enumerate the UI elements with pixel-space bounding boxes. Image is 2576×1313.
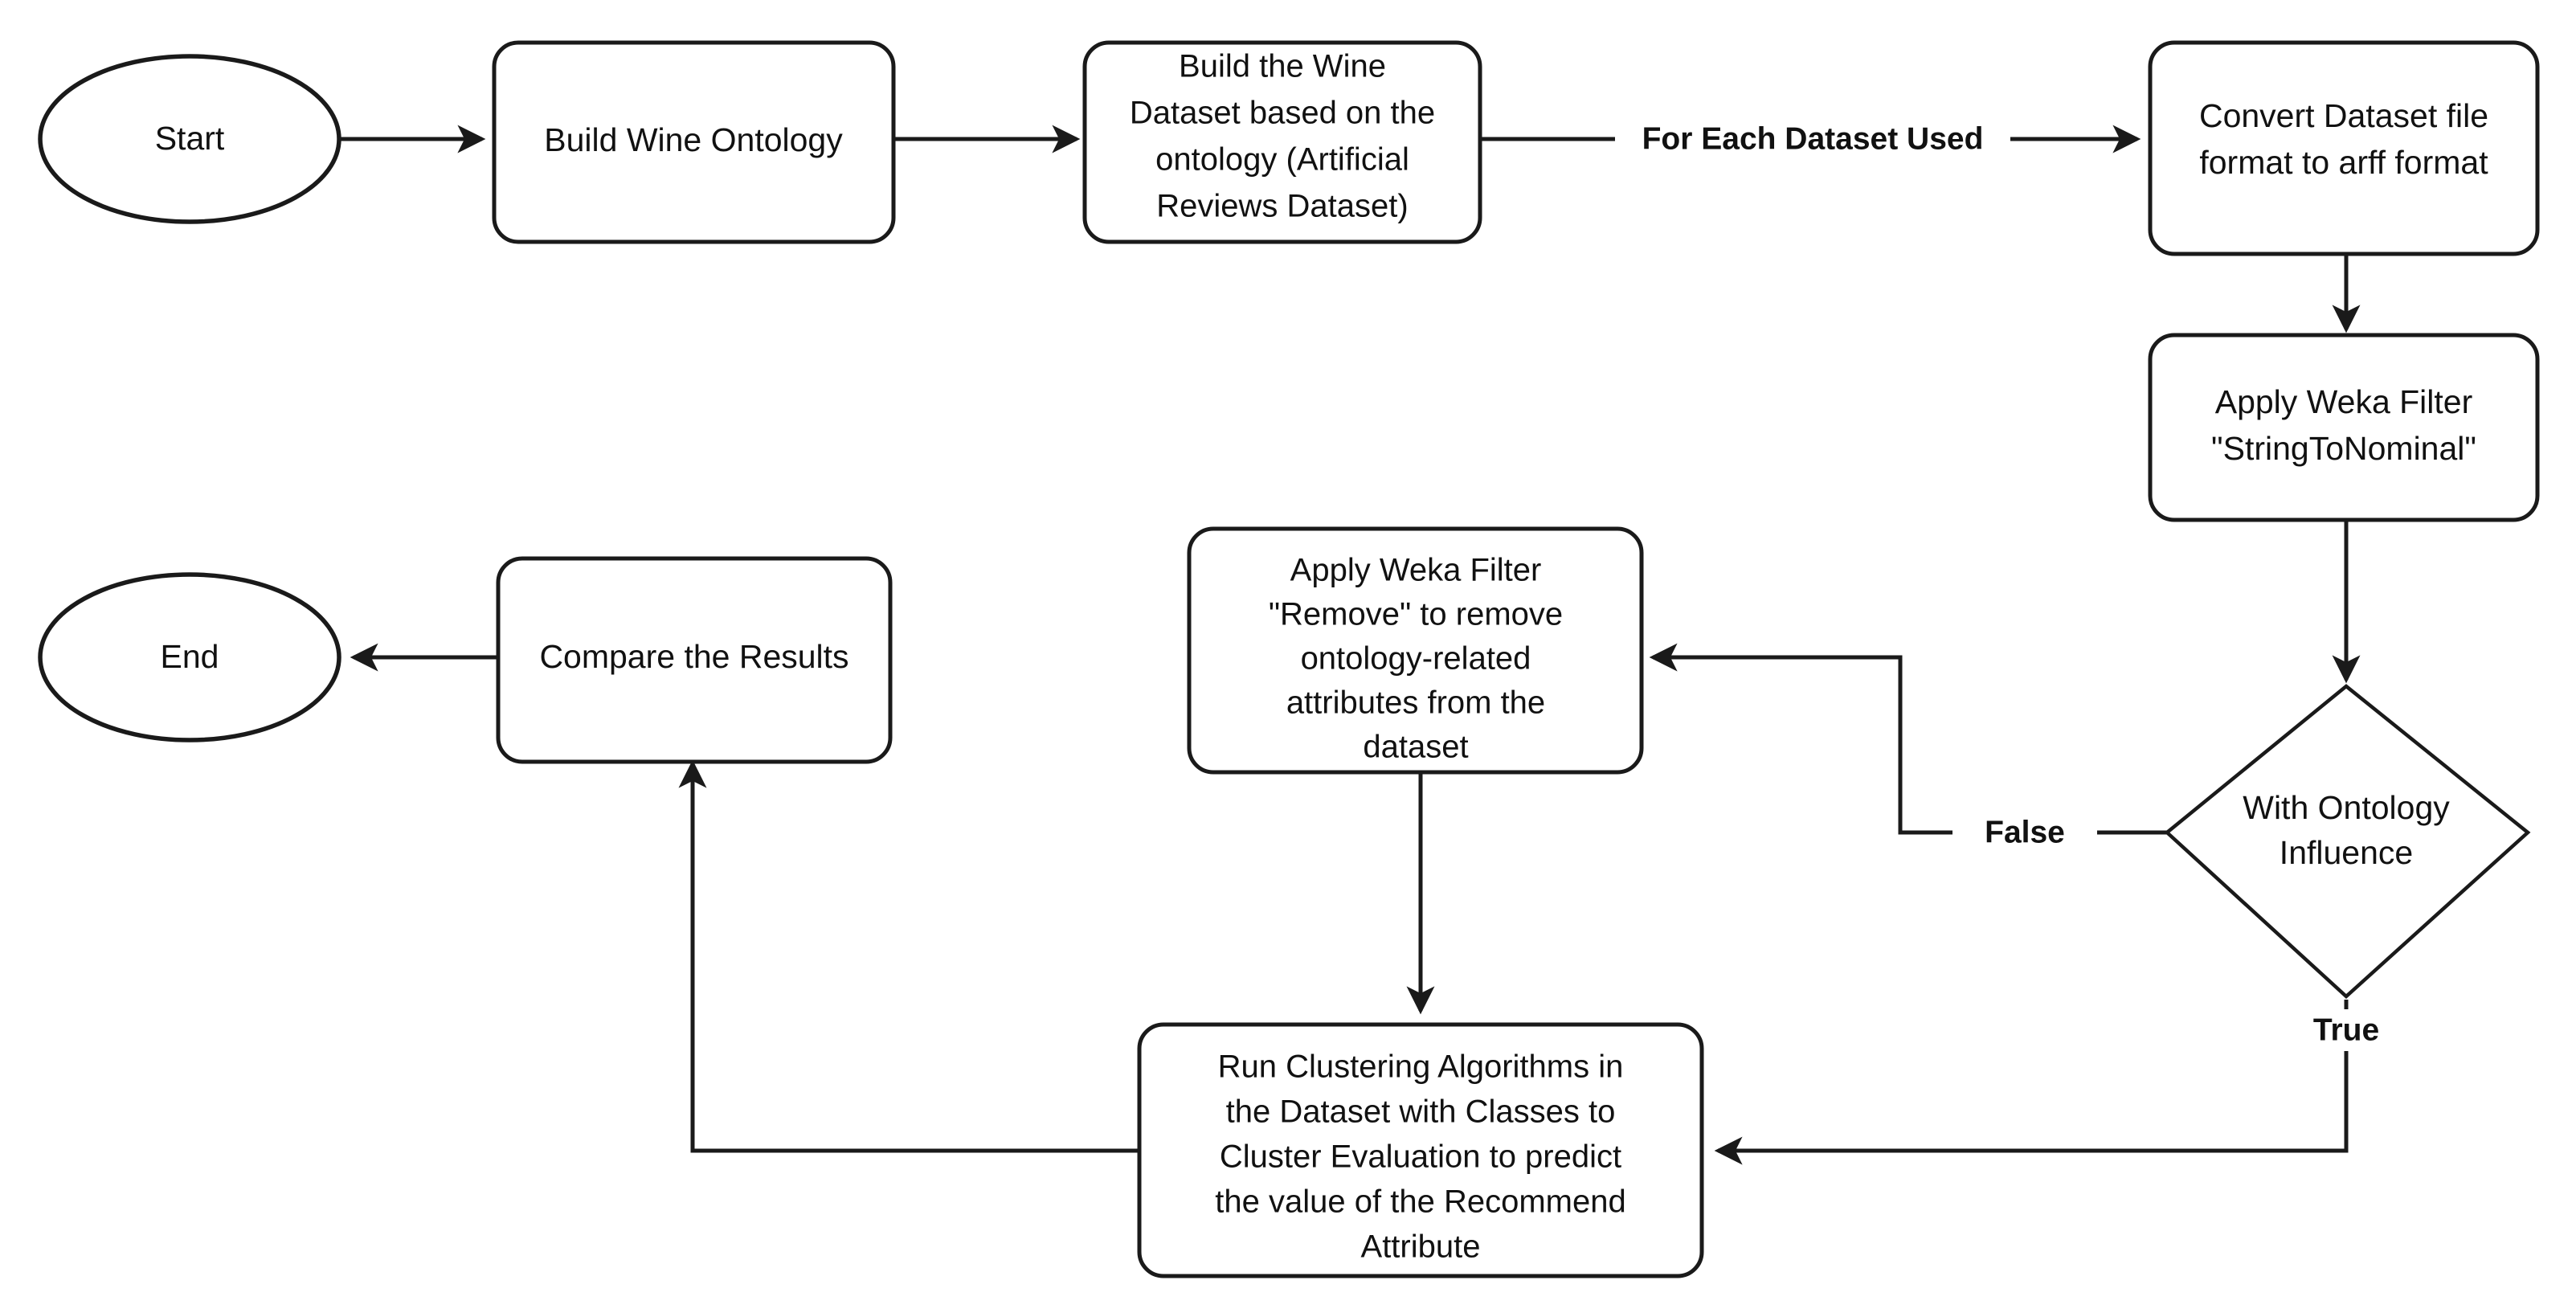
node-start[interactable]: Start [38, 54, 341, 224]
run-clustering-line-1: Run Clustering Algorithms in [1218, 1049, 1624, 1085]
compare-results-label: Compare the Results [539, 638, 848, 675]
edge-label-backdrop-for-each-dataset [1615, 119, 2010, 161]
edge-labels-layer: For Each Dataset Used False True [1615, 119, 2412, 1051]
decision-label-line-1: With Ontology [2243, 789, 2450, 826]
run-clustering-line-3: Cluster Evaluation to predict [1220, 1139, 1621, 1175]
build-wine-dataset-box[interactable] [1082, 40, 1482, 244]
apply-remove-filter-box[interactable] [1187, 526, 1644, 775]
end-label: End [161, 638, 219, 675]
apply-string-to-nominal-line-1: Apply Weka Filter [2215, 383, 2473, 420]
edge-label-false: False [1985, 815, 2065, 849]
apply-remove-filter-line-1: Apply Weka Filter [1290, 553, 1542, 588]
run-clustering-box[interactable] [1137, 1022, 1704, 1278]
build-wine-ontology-label: Build Wine Ontology [544, 121, 843, 158]
node-compare-results[interactable]: Compare the Results [496, 556, 893, 764]
node-end[interactable]: End [38, 572, 341, 742]
node-build-wine-dataset[interactable]: Build the Wine Dataset based on the onto… [1082, 40, 1482, 244]
node-run-clustering[interactable]: Run Clustering Algorithms in the Dataset… [1137, 1022, 1704, 1278]
convert-dataset-format-line-2: format to arff format [2199, 144, 2488, 181]
run-clustering-line-5: Attribute [1361, 1229, 1481, 1265]
node-convert-dataset-format[interactable]: Convert Dataset file format to arff form… [2148, 40, 2540, 256]
run-clustering-line-2: the Dataset with Classes to [1226, 1094, 1616, 1130]
decision-diamond[interactable] [2164, 684, 2531, 1000]
build-wine-dataset-line-1: Build the Wine [1179, 49, 1386, 84]
convert-dataset-format-box[interactable] [2148, 40, 2540, 256]
convert-dataset-format-line-1: Convert Dataset file [2199, 97, 2488, 134]
start-label: Start [155, 120, 225, 157]
apply-remove-filter-line-4: attributes from the [1286, 685, 1545, 721]
apply-remove-filter-line-3: ontology-related [1301, 641, 1531, 677]
edge-label-backdrop-true [2280, 1009, 2412, 1051]
edge-label-backdrop-false [1952, 812, 2097, 853]
node-apply-string-to-nominal[interactable]: Apply Weka Filter "StringToNominal" [2148, 333, 2540, 522]
build-wine-ontology-box[interactable] [492, 40, 896, 244]
edge-label-true: True [2313, 1012, 2379, 1047]
end-ellipse[interactable] [38, 572, 341, 742]
apply-string-to-nominal-box[interactable] [2148, 333, 2540, 522]
build-wine-dataset-line-4: Reviews Dataset) [1156, 189, 1408, 224]
edge-decision-true-to-run-clustering [1714, 1000, 2349, 1165]
run-clustering-line-4: the value of the Recommend [1215, 1184, 1625, 1220]
node-build-wine-ontology[interactable]: Build Wine Ontology [492, 40, 896, 244]
apply-string-to-nominal-line-2: "StringToNominal" [2211, 430, 2476, 467]
compare-results-box[interactable] [496, 556, 893, 764]
start-ellipse[interactable] [38, 54, 341, 224]
node-decision-with-ontology-influence[interactable]: With Ontology Influence [2164, 684, 2531, 1000]
edge-label-for-each-dataset-used: For Each Dataset Used [1642, 121, 1984, 156]
build-wine-dataset-line-2: Dataset based on the [1130, 96, 1435, 131]
edge-decision-false-to-remove-filter [1649, 643, 2167, 835]
apply-remove-filter-line-2: "Remove" to remove [1269, 597, 1563, 632]
edge-run-clustering-to-compare-results [678, 759, 1139, 1153]
apply-remove-filter-line-5: dataset [1363, 730, 1468, 765]
node-apply-remove-filter[interactable]: Apply Weka Filter "Remove" to remove ont… [1187, 526, 1644, 775]
build-wine-dataset-line-3: ontology (Artificial [1155, 142, 1409, 178]
decision-label-line-2: Influence [2280, 834, 2413, 871]
